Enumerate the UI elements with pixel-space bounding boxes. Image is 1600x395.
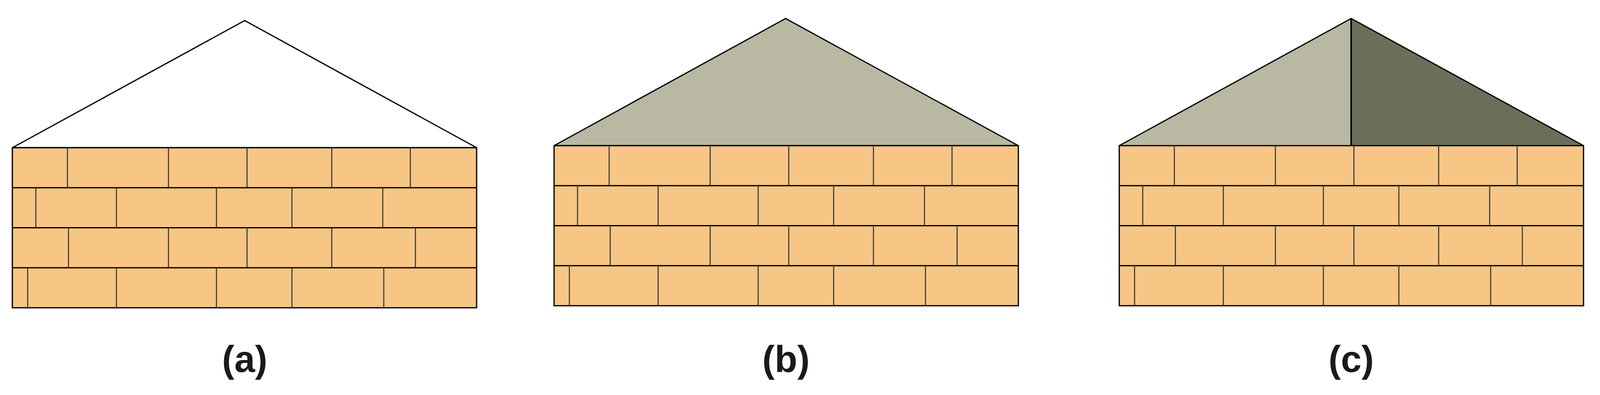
brick-wall [12, 147, 477, 309]
brick-joint [872, 145, 875, 186]
roof-ridge [1350, 18, 1353, 146]
brick-joint [709, 226, 712, 267]
brick-joint [1274, 226, 1277, 267]
brick-joint [1353, 145, 1355, 186]
brick-wall [554, 145, 1019, 307]
brick-joint [757, 185, 759, 226]
brick-joints [12, 147, 477, 309]
mortar-line [12, 267, 477, 269]
brick-joint [1222, 185, 1224, 226]
roof [554, 18, 1019, 146]
brick-joint [215, 268, 218, 309]
brick-joint [577, 185, 579, 226]
brick-joint [657, 266, 659, 307]
brick-joint [1398, 185, 1400, 226]
roof-outline [1119, 18, 1584, 146]
brick-joint [1490, 266, 1492, 307]
brick-joint [1322, 266, 1324, 307]
brick-joint [923, 185, 926, 226]
brick-joint [609, 226, 611, 267]
brick-joints [554, 145, 1019, 307]
brick-joint [951, 145, 953, 186]
brick-joint [872, 226, 875, 267]
brick-joint [246, 228, 248, 269]
brick-joint [67, 228, 70, 269]
brick-joint [215, 187, 218, 228]
brick-joint [1222, 266, 1224, 307]
brick-joint [1489, 185, 1491, 226]
brick-joints [1119, 145, 1584, 307]
brick-joint [382, 187, 384, 228]
brick-joint [115, 187, 117, 228]
brick-joint [608, 145, 611, 186]
brick-joint [1142, 185, 1144, 226]
brick-joint [168, 147, 170, 188]
panel-label: (b) [762, 341, 810, 379]
brick-joint [1438, 226, 1440, 267]
brick-joint [383, 268, 385, 309]
brick-joint [757, 266, 759, 307]
mortar-line [554, 185, 1019, 187]
brick-joint [832, 185, 835, 226]
mortar-line [1119, 225, 1584, 227]
mortar-line [12, 187, 477, 189]
brick-joint [788, 226, 790, 267]
brick-joint [115, 268, 117, 309]
mortar-line [554, 225, 1019, 227]
brick-joint [568, 266, 571, 307]
brick-joint [924, 266, 927, 307]
brick-joint [1398, 266, 1400, 307]
brick-joint [788, 145, 790, 186]
brick-joint [1516, 145, 1519, 186]
panel-label: (a) [222, 341, 268, 379]
brick-joint [1174, 145, 1176, 186]
mortar-line [554, 265, 1019, 267]
brick-joint [1174, 226, 1177, 267]
mortar-line [12, 227, 477, 229]
panel-label: (c) [1328, 341, 1374, 379]
mortar-line [1119, 185, 1584, 187]
brick-joint [414, 228, 417, 269]
brick-joint [67, 147, 69, 188]
brick-joint [956, 226, 958, 267]
brick-joint [27, 268, 29, 309]
brick-joint [832, 266, 835, 307]
brick-joint [1438, 145, 1440, 186]
brick-joint [1134, 266, 1136, 307]
house-c [1119, 18, 1584, 307]
brick-joint [35, 187, 37, 228]
brick-joint [1353, 226, 1355, 267]
brick-joint [1322, 185, 1324, 226]
mortar-line [1119, 265, 1584, 267]
brick-joint [331, 228, 333, 269]
brick-joint [291, 268, 293, 309]
house-a [12, 20, 477, 309]
house-b [554, 18, 1019, 307]
brick-joint [1274, 145, 1277, 186]
brick-joint [168, 228, 170, 269]
brick-joint [709, 145, 712, 186]
roof [12, 20, 477, 148]
brick-joint [657, 185, 659, 226]
brick-joint [246, 147, 248, 188]
brick-joint [1521, 226, 1523, 267]
brick-joint [331, 147, 333, 188]
brick-wall [1119, 145, 1584, 307]
brick-joint [291, 187, 293, 228]
brick-joint [409, 147, 412, 188]
